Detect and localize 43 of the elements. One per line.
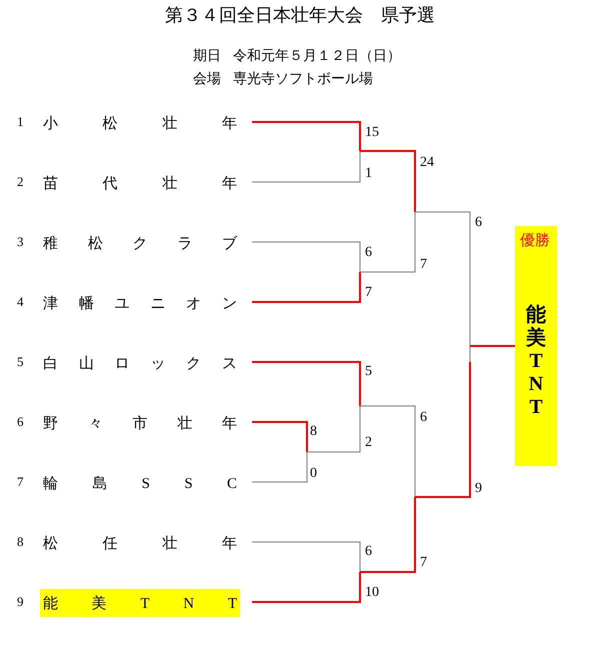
score: 6 <box>365 246 372 260</box>
winner-box <box>515 226 557 466</box>
score: 5 <box>365 365 372 379</box>
seed-number: 3 <box>17 235 24 248</box>
score: 7 <box>420 556 427 570</box>
team-name: 津幡ユニオン <box>40 289 240 317</box>
score: 7 <box>365 286 372 300</box>
team-name: 松任壮年 <box>40 529 240 557</box>
score: 6 <box>420 411 427 425</box>
score: 0 <box>310 467 317 481</box>
team-name: 稚松クラブ <box>40 229 240 257</box>
seed-number: 7 <box>17 475 24 488</box>
venue-text: 専光寺ソフトボール場 <box>233 73 373 87</box>
score: 7 <box>420 258 427 272</box>
seed-number: 4 <box>17 295 24 308</box>
team-name: 輪島SSC <box>40 469 240 497</box>
seed-number: 9 <box>17 595 24 608</box>
team-name: 苗代壮年 <box>40 169 240 197</box>
seed-number: 8 <box>17 535 24 548</box>
score: 6 <box>475 216 482 230</box>
seed-number: 5 <box>17 355 24 368</box>
seed-number: 1 <box>17 115 24 128</box>
score: 9 <box>475 482 482 496</box>
winner-heading: 優勝 <box>520 234 550 249</box>
team-name: 能美TNT <box>40 589 240 617</box>
seed-number: 2 <box>17 175 24 188</box>
score: 15 <box>365 126 379 140</box>
team-name: 白山ロックス <box>40 349 240 377</box>
date-text: 令和元年５月１２日（日） <box>233 50 401 64</box>
seed-number: 6 <box>17 415 24 428</box>
score: 10 <box>365 586 379 600</box>
connector-line <box>470 345 515 347</box>
score: 1 <box>365 167 372 181</box>
winner-name: 能美TNT <box>525 304 547 419</box>
title: 第３４回全日本壮年大会 県予選 <box>165 6 435 24</box>
info-label: 会場 <box>193 73 221 87</box>
team-name: 野々市壮年 <box>40 409 240 437</box>
score: 6 <box>365 545 372 559</box>
team-name: 小松壮年 <box>40 109 240 137</box>
score: 2 <box>365 436 372 450</box>
score: 8 <box>310 425 317 439</box>
score: 24 <box>420 156 434 170</box>
info-label: 期日 <box>193 50 221 64</box>
